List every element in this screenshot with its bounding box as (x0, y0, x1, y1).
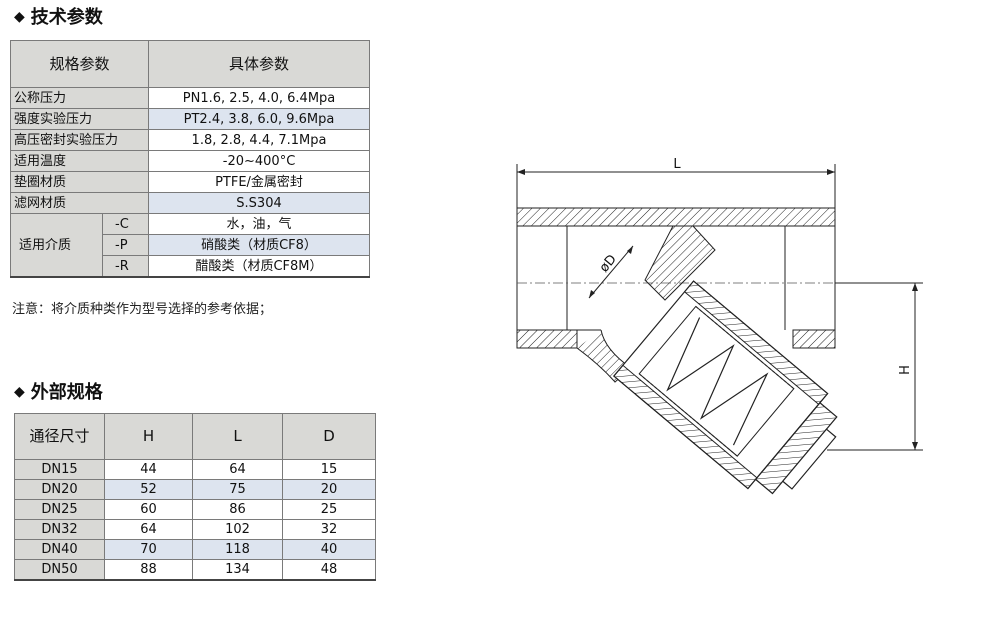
table-row: -R 醋酸类（材质CF8M） (11, 255, 371, 278)
header-l: L (192, 413, 283, 460)
table-row: DN25 60 86 25 (14, 499, 376, 520)
cell-d: 15 (282, 459, 376, 480)
header-nominal-size: 通径尺寸 (14, 413, 105, 460)
valve-body (516, 207, 836, 383)
row-value: -20~400°C (148, 150, 371, 172)
tech-params-title: ◆ 技术参数 (14, 6, 103, 29)
table-row: 公称压力 PN1.6, 2.5, 4.0, 6.4Mpa (9, 87, 371, 109)
table-row: DN32 64 102 32 (14, 519, 376, 540)
ext-specs-header-row: 通径尺寸 H L D (14, 413, 376, 460)
cell-l: 134 (192, 559, 283, 581)
media-code: -P (101, 234, 150, 256)
cell-d: 20 (282, 479, 376, 500)
diamond-bullet-icon: ◆ (14, 9, 25, 25)
cell-d: 40 (282, 539, 376, 560)
cell-h: 70 (104, 539, 193, 560)
table-row: 高压密封实验压力 1.8, 2.8, 4.4, 7.1Mpa (9, 129, 371, 151)
cell-dn: DN32 (14, 519, 105, 540)
cell-d: 25 (282, 499, 376, 520)
dimension-l: L (516, 157, 836, 208)
cell-h: 88 (104, 559, 193, 581)
header-spec-param: 规格参数 (9, 40, 150, 88)
cell-dn: DN15 (14, 459, 105, 480)
tech-params-table: 规格参数 具体参数 公称压力 PN1.6, 2.5, 4.0, 6.4Mpa 强… (9, 40, 371, 278)
media-label: 适用介质 (10, 213, 103, 278)
row-value: S.S304 (148, 192, 371, 214)
table-row: DN40 70 118 40 (14, 539, 376, 560)
table-row: 强度实验压力 PT2.4, 3.8, 6.0, 9.6Mpa (9, 108, 371, 130)
dimension-h: H (827, 282, 923, 451)
row-label: 适用温度 (9, 150, 150, 172)
table-row: 适用介质 -C 水，油，气 (10, 213, 371, 278)
selection-note: 注意：将介质种类作为型号选择的参考依据； (12, 302, 273, 317)
cell-h: 60 (104, 499, 193, 520)
cell-l: 118 (192, 539, 283, 560)
table-row: 滤网材质 S.S304 (9, 192, 371, 214)
table-row: 垫圈材质 PTFE/金属密封 (9, 171, 371, 193)
table-row: DN15 44 64 15 (14, 459, 376, 480)
cell-d: 48 (282, 559, 376, 581)
cell-l: 75 (192, 479, 283, 500)
row-value: PT2.4, 3.8, 6.0, 9.6Mpa (148, 108, 371, 130)
media-code: -C (101, 213, 150, 235)
cell-d: 32 (282, 519, 376, 540)
dimension-l-label: L (673, 157, 681, 172)
cell-dn: DN20 (14, 479, 105, 500)
tech-params-header-row: 规格参数 具体参数 (9, 40, 371, 88)
dimension-d: øD (588, 245, 634, 299)
table-row: DN20 52 75 20 (14, 479, 376, 500)
ext-specs-title-text: 外部规格 (30, 382, 103, 403)
diamond-bullet-icon: ◆ (14, 384, 25, 400)
cell-h: 64 (104, 519, 193, 540)
dimension-d-label: øD (597, 252, 620, 275)
cell-l: 64 (192, 459, 283, 480)
ext-specs-title: ◆ 外部规格 (14, 381, 103, 404)
row-label: 垫圈材质 (9, 171, 150, 193)
cell-dn: DN25 (14, 499, 105, 520)
dimension-h-label: H (898, 365, 913, 375)
strainer-screen (613, 280, 838, 495)
table-row: 适用温度 -20~400°C (9, 150, 371, 172)
y-strainer-drawing: L H (516, 157, 923, 495)
table-row: -P 硝酸类（材质CF8） (11, 234, 371, 256)
ext-specs-table: 通径尺寸 H L D DN15 44 64 15 DN20 52 75 20 D… (14, 413, 376, 581)
row-label: 强度实验压力 (9, 108, 150, 130)
cell-dn: DN50 (14, 559, 105, 581)
media-value: 醋酸类（材质CF8M） (148, 255, 371, 278)
row-value: PN1.6, 2.5, 4.0, 6.4Mpa (148, 87, 371, 109)
media-code: -R (101, 255, 150, 278)
cell-h: 44 (104, 459, 193, 480)
header-h: H (104, 413, 193, 460)
header-d: D (282, 413, 376, 460)
table-row: DN50 88 134 48 (14, 559, 376, 581)
row-label: 高压密封实验压力 (9, 129, 150, 151)
row-value: 1.8, 2.8, 4.4, 7.1Mpa (148, 129, 371, 151)
cell-h: 52 (104, 479, 193, 500)
row-label: 滤网材质 (9, 192, 150, 214)
row-value: PTFE/金属密封 (148, 171, 371, 193)
media-value: 硝酸类（材质CF8） (148, 234, 371, 256)
cell-dn: DN40 (14, 539, 105, 560)
header-detail-param: 具体参数 (148, 40, 371, 88)
media-value: 水，油，气 (148, 213, 371, 235)
tech-params-title-text: 技术参数 (30, 7, 103, 28)
cell-l: 102 (192, 519, 283, 540)
cell-l: 86 (192, 499, 283, 520)
row-label: 公称压力 (9, 87, 150, 109)
